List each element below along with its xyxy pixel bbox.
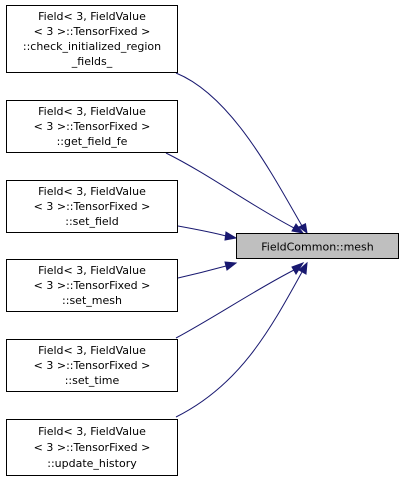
- caller-4-line-2: ::set_time: [65, 374, 120, 387]
- target-node-label: FieldCommon::mesh: [261, 241, 374, 254]
- caller-3-line-0: Field< 3, FieldValue: [38, 264, 146, 277]
- caller-1-line-1: < 3 >::TensorFixed >: [34, 120, 151, 133]
- caller-2-line-1: < 3 >::TensorFixed >: [34, 200, 151, 213]
- caller-1-line-0: Field< 3, FieldValue: [38, 105, 146, 118]
- edge-caller-0: [175, 72, 308, 235]
- edge-caller-4: [175, 262, 305, 339]
- caller-4-line-0: Field< 3, FieldValue: [38, 344, 146, 357]
- caller-2-line-2: ::set_field: [65, 215, 118, 228]
- caller-0-line-3: _fields_: [71, 55, 113, 68]
- edge-caller-1: [165, 152, 305, 234]
- caller-4-line-1: < 3 >::TensorFixed >: [34, 359, 151, 372]
- caller-0-line-1: < 3 >::TensorFixed >: [34, 25, 151, 38]
- caller-3-line-1: < 3 >::TensorFixed >: [34, 279, 151, 292]
- caller-node-update-history[interactable]: Field< 3, FieldValue < 3 >::TensorFixed …: [6, 419, 178, 476]
- caller-5-line-1: < 3 >::TensorFixed >: [34, 441, 151, 454]
- caller-5-line-0: Field< 3, FieldValue: [38, 425, 146, 438]
- caller-node-get-field-fe[interactable]: Field< 3, FieldValue < 3 >::TensorFixed …: [6, 100, 178, 153]
- caller-node-set-time[interactable]: Field< 3, FieldValue < 3 >::TensorFixed …: [6, 339, 178, 392]
- edge-caller-3: [177, 261, 238, 279]
- caller-node-set-field[interactable]: Field< 3, FieldValue < 3 >::TensorFixed …: [6, 180, 178, 233]
- caller-3-line-2: ::set_mesh: [62, 294, 122, 307]
- caller-2-line-0: Field< 3, FieldValue: [38, 185, 146, 198]
- caller-node-check-initialized-region-fields[interactable]: Field< 3, FieldValue < 3 >::TensorFixed …: [6, 5, 178, 73]
- caller-1-line-2: ::get_field_fe: [57, 135, 128, 148]
- edge-caller-2: [177, 225, 238, 241]
- caller-0-line-0: Field< 3, FieldValue: [38, 10, 146, 23]
- caller-5-line-2: ::update_history: [47, 457, 137, 470]
- edge-caller-5: [175, 261, 308, 418]
- caller-0-line-2: ::check_initialized_region: [23, 40, 161, 53]
- caller-node-set-mesh[interactable]: Field< 3, FieldValue < 3 >::TensorFixed …: [6, 259, 178, 312]
- target-node-field-common-mesh[interactable]: FieldCommon::mesh: [236, 233, 399, 259]
